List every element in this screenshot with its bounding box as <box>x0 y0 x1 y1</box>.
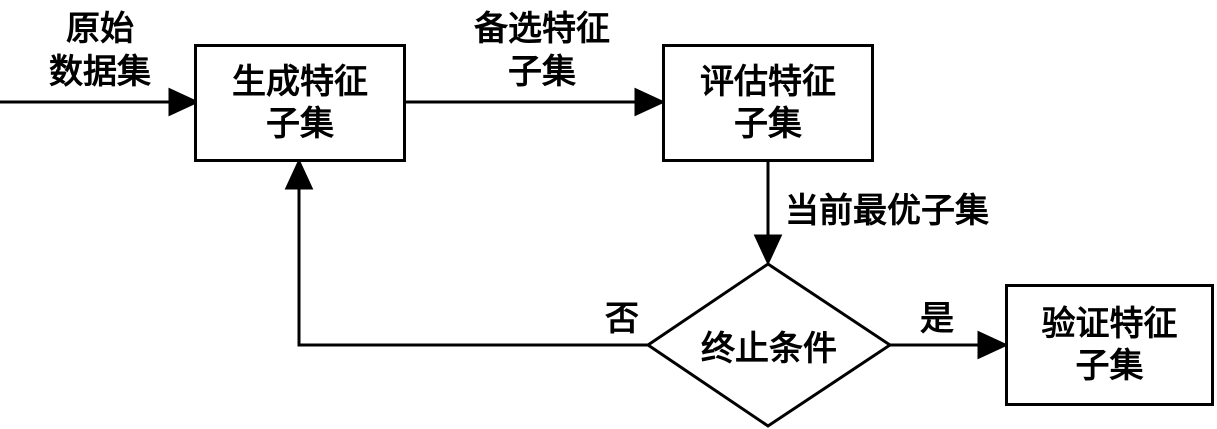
evaluate-subset-box: 评估特征 子集 <box>662 44 874 162</box>
no-loop-arrow <box>297 184 648 347</box>
input-arrowhead <box>168 87 200 117</box>
candidate-subset-label: 备选特征 子集 <box>474 9 610 92</box>
validate-subset-label: 验证特征 子集 <box>1041 303 1178 387</box>
no-label: 否 <box>605 299 639 339</box>
validate-subset-box: 验证特征 子集 <box>1005 284 1214 406</box>
yes-arrowhead <box>977 330 1009 360</box>
current-best-subset-label: 当前最优子集 <box>785 191 989 231</box>
termination-condition-diamond <box>645 262 893 428</box>
generate-subset-box: 生成特征 子集 <box>194 44 406 162</box>
current-best-arrowhead <box>753 234 783 266</box>
no-loop-arrowhead <box>284 158 314 190</box>
evaluate-subset-label: 评估特征 子集 <box>700 61 836 145</box>
input-dataset-label: 原始 数据集 <box>49 9 151 92</box>
candidate-arrowhead <box>634 87 666 117</box>
yes-label: 是 <box>920 299 954 339</box>
termination-condition-label: 终止条件 <box>701 328 837 369</box>
generate-subset-label: 生成特征 子集 <box>232 61 368 145</box>
